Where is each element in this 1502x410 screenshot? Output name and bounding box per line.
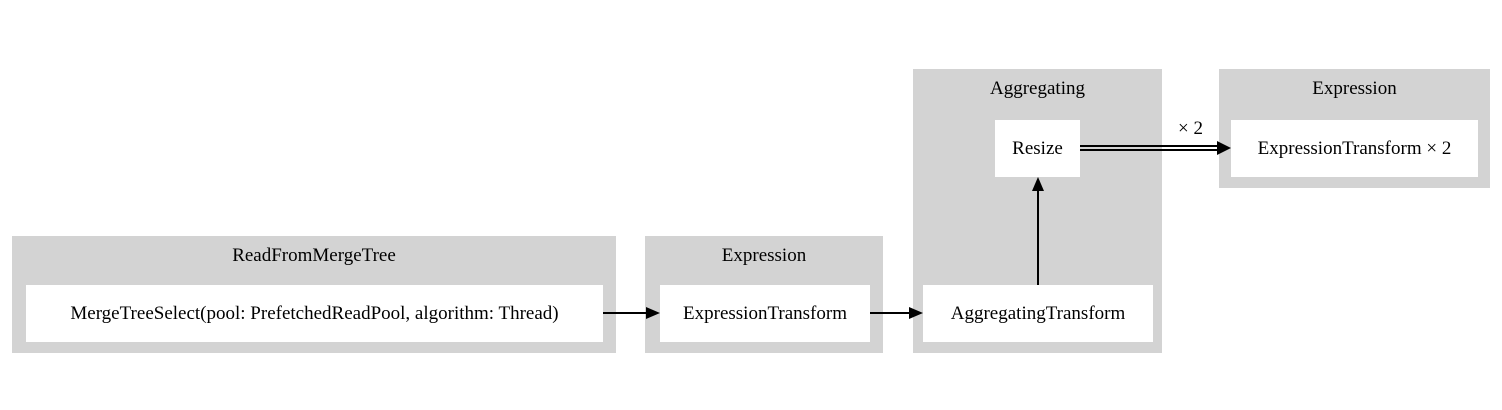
- cluster-readfrommergetree: ReadFromMergeTree MergeTreeSelect(pool: …: [12, 236, 616, 353]
- arrowhead-right-icon: [1217, 141, 1231, 155]
- cluster-expression-1-title: Expression: [721, 245, 807, 266]
- edge-expressiontransform-to-aggregatingtransform: [870, 312, 909, 314]
- edge-mergetreeselect-to-expressiontransform: [603, 312, 646, 314]
- node-expressiontransform-2-label: ExpressionTransform × 2: [1257, 137, 1452, 159]
- node-mergetreeselect: MergeTreeSelect(pool: PrefetchedReadPool…: [26, 285, 603, 342]
- arrowhead-up-icon: [1032, 177, 1044, 191]
- cluster-expression-2: Expression ExpressionTransform × 2: [1219, 69, 1490, 188]
- node-mergetreeselect-label: MergeTreeSelect(pool: PrefetchedReadPool…: [70, 302, 559, 324]
- arrowhead-right-icon: [646, 307, 660, 319]
- cluster-aggregating-title: Aggregating: [990, 78, 1085, 99]
- node-expressiontransform-1-label: ExpressionTransform: [683, 302, 847, 324]
- cluster-expression-1: Expression ExpressionTransform: [645, 236, 883, 353]
- arrowhead-right-icon: [909, 307, 923, 319]
- cluster-readfrommergetree-title: ReadFromMergeTree: [232, 245, 396, 266]
- node-resize: Resize: [995, 120, 1080, 177]
- node-expressiontransform-1: ExpressionTransform: [660, 285, 870, 342]
- node-aggregatingtransform: AggregatingTransform: [923, 285, 1153, 342]
- edge-stream-count-label: × 2: [1178, 118, 1203, 139]
- node-resize-label: Resize: [1012, 137, 1063, 159]
- node-aggregatingtransform-label: AggregatingTransform: [950, 302, 1126, 324]
- cluster-expression-2-title: Expression: [1312, 78, 1397, 99]
- edge-resize-to-expressiontransform2: [1080, 145, 1217, 151]
- cluster-aggregating: Aggregating Resize AggregatingTransform: [913, 69, 1162, 353]
- node-expressiontransform-2: ExpressionTransform × 2: [1231, 120, 1478, 177]
- edge-aggregatingtransform-to-resize: [1037, 190, 1039, 285]
